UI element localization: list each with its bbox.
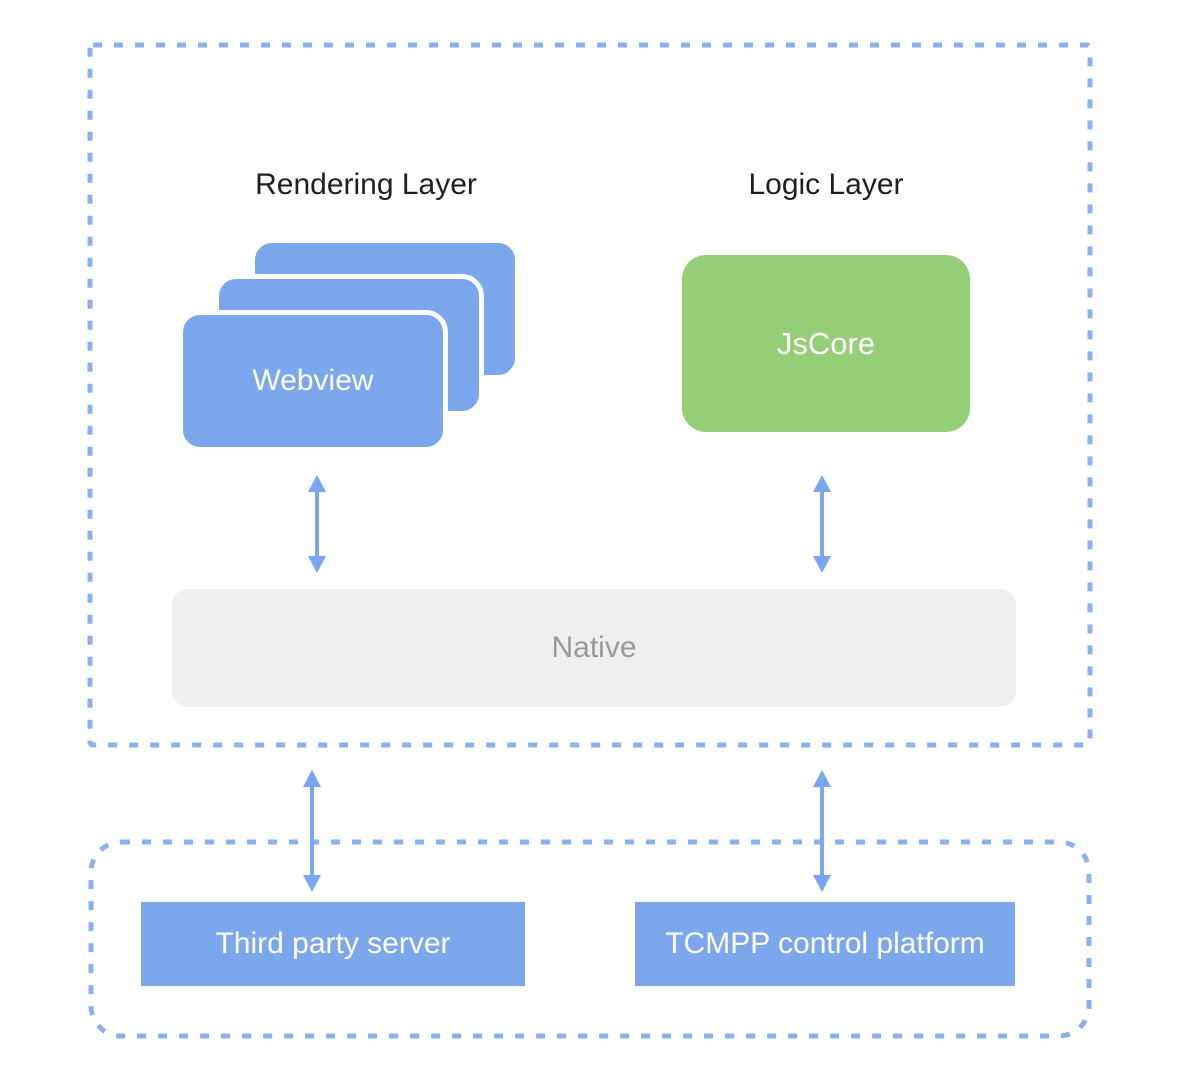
- webview-card-front: Webview: [178, 310, 448, 452]
- third-party-server-label: Third party server: [215, 927, 451, 960]
- jscore-box-label: JsCore: [776, 325, 876, 361]
- third-party-server-box: Third party server: [141, 902, 525, 986]
- native-thirdparty-bidirectional-arrow-icon: [303, 770, 321, 892]
- webview-native-bidirectional-arrow-icon: [308, 475, 326, 573]
- tcmpp-control-platform-label: TCMPP control platform: [665, 927, 985, 960]
- rendering-layer-title: Rendering Layer: [255, 168, 477, 201]
- jscore-native-bidirectional-arrow-icon: [813, 475, 831, 573]
- logic-layer-title: Logic Layer: [748, 168, 904, 201]
- tcmpp-control-platform-box: TCMPP control platform: [635, 902, 1015, 986]
- webview-card-label: Webview: [252, 364, 374, 397]
- native-tcmpp-bidirectional-arrow-icon: [813, 770, 831, 892]
- native-bar-label: Native: [551, 631, 637, 664]
- native-bar: Native: [172, 589, 1016, 707]
- jscore-box: JsCore: [682, 255, 970, 432]
